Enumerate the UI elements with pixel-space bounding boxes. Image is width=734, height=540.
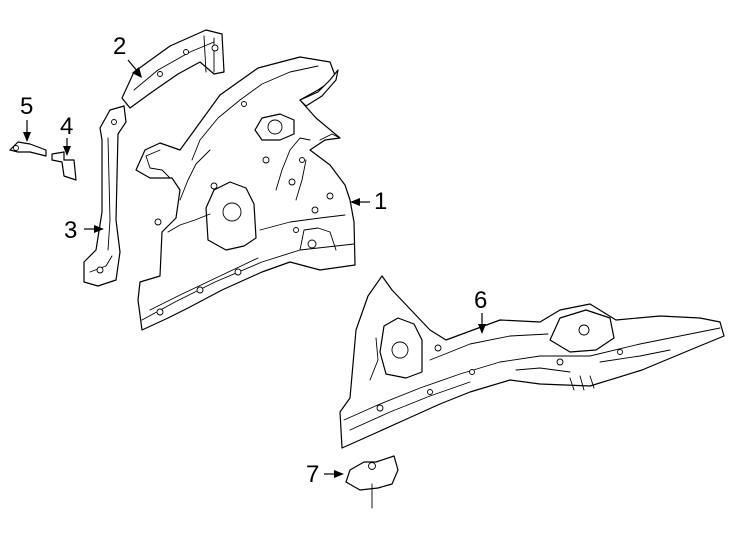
leader-arrow-3: [94, 225, 104, 233]
leader-arrow-7: [334, 470, 344, 478]
part-2-upper-rail: [121, 29, 225, 109]
part-4-small-bracket: [51, 151, 77, 181]
callout-label-4: 4: [60, 113, 73, 140]
callout-label-2: 2: [113, 33, 126, 60]
part-1-apron-assembly: [135, 56, 356, 331]
callout-label-7: 7: [306, 461, 319, 488]
part-7-mount-bracket: [345, 455, 399, 509]
leader-arrow-6: [478, 324, 486, 334]
leader-arrow-2: [132, 67, 142, 78]
callout-7: 7: [306, 461, 344, 488]
callout-4: 4: [60, 113, 73, 156]
leader-arrow-4: [63, 146, 71, 156]
callout-2: 2: [113, 33, 142, 78]
callout-5: 5: [20, 93, 33, 142]
leader-arrow-5: [23, 132, 31, 142]
part-3-pillar: [83, 105, 127, 287]
callout-label-6: 6: [474, 287, 487, 314]
callout-6: 6: [474, 287, 487, 334]
part-6-frame-rail: [339, 275, 725, 449]
callout-label-5: 5: [20, 93, 33, 120]
leader-arrow-1: [350, 198, 360, 206]
callout-3: 3: [64, 217, 104, 244]
callout-label-3: 3: [64, 217, 77, 244]
part-5-clip: [9, 141, 47, 157]
callout-1: 1: [350, 188, 387, 215]
callout-label-1: 1: [374, 188, 387, 215]
